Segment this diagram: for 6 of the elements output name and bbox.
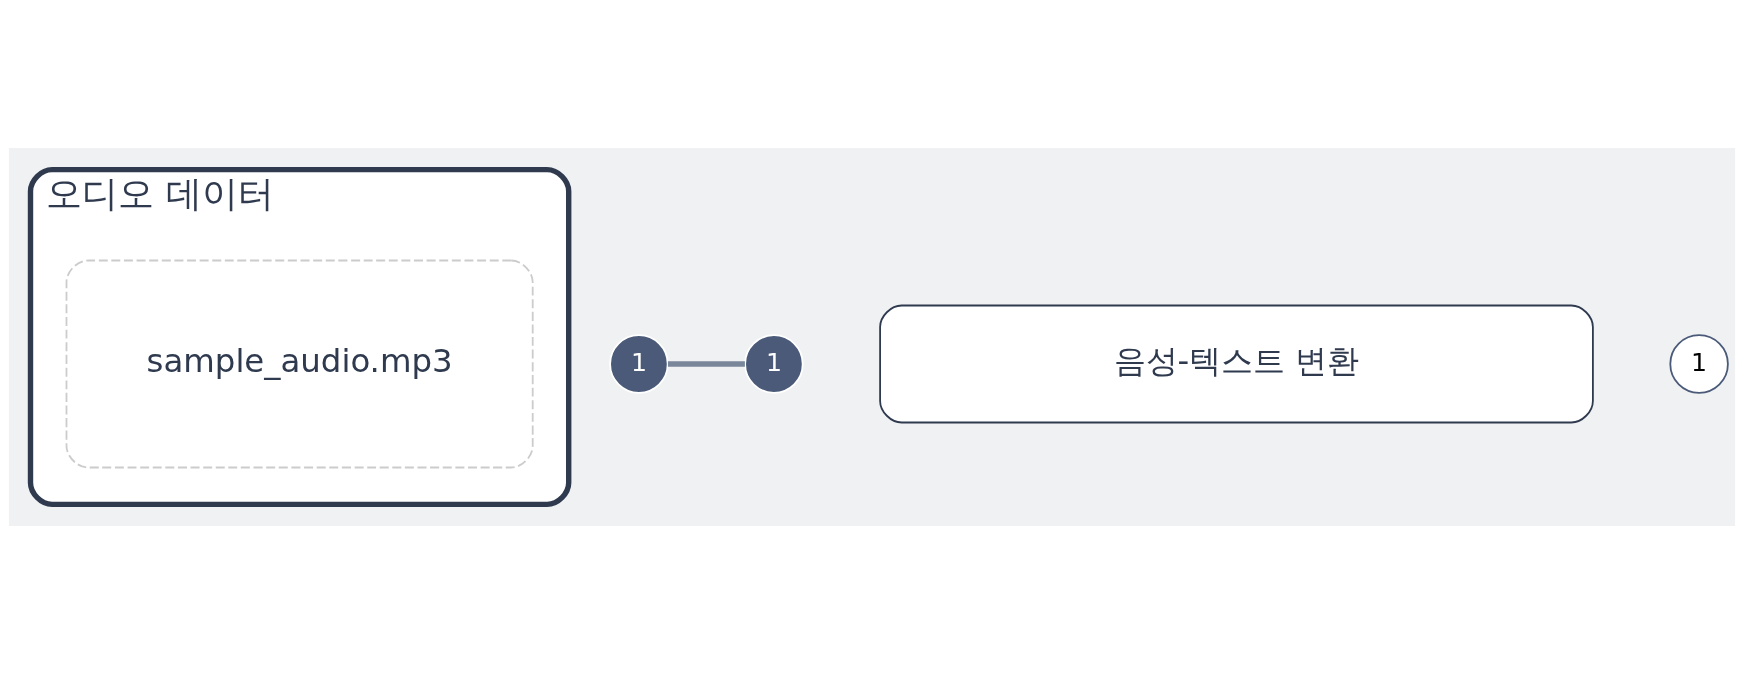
connector	[667, 361, 745, 367]
node-circle: 1	[609, 334, 669, 394]
node-circle: 1	[744, 334, 804, 394]
node-box: 음성-텍스트 변환	[879, 304, 1594, 424]
node-circle: 1	[1669, 334, 1729, 394]
node-box: sample_audio.mp3	[65, 259, 534, 469]
